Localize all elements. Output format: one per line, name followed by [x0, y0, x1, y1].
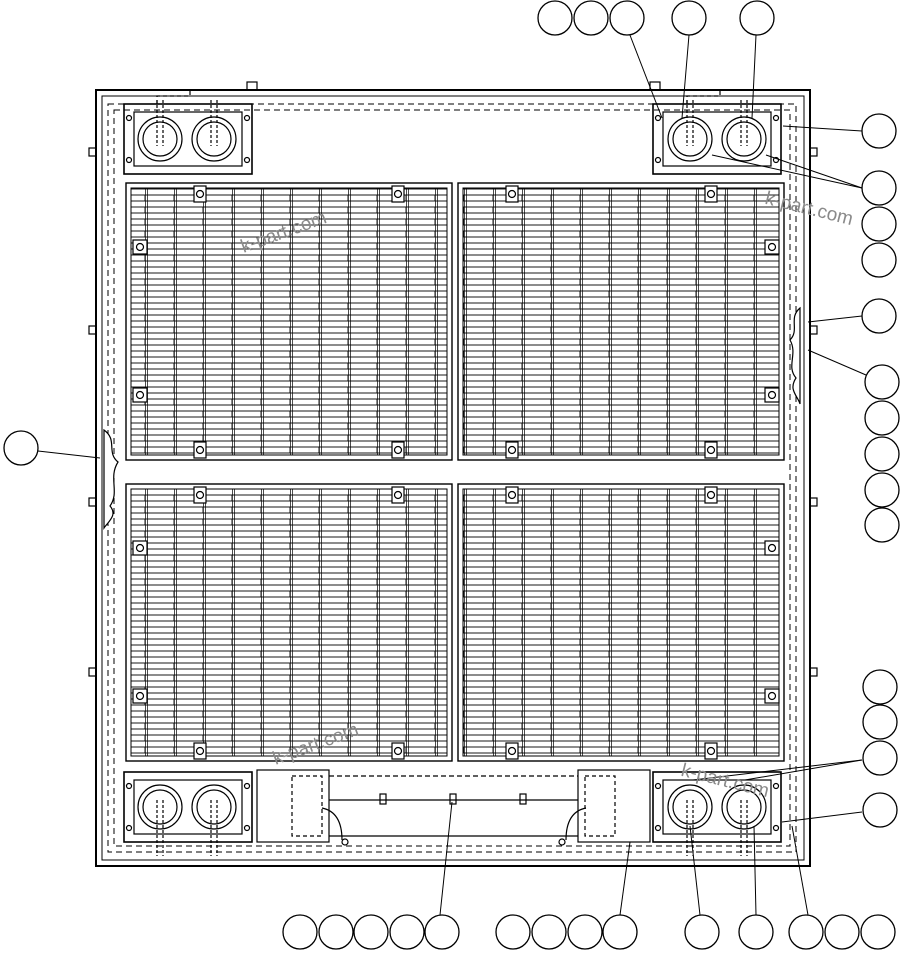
grille-panel-top-right — [457, 182, 785, 461]
callout-circle — [861, 170, 897, 206]
mounting-clips — [132, 185, 780, 760]
callout-circle — [862, 740, 898, 776]
side-bolts — [88, 147, 818, 677]
callout-circle — [609, 0, 645, 36]
callout-circle — [862, 792, 898, 828]
callout-circle — [671, 0, 707, 36]
callout-circle — [864, 472, 900, 508]
callout-circle — [864, 400, 900, 436]
bottom-bracket — [256, 769, 651, 846]
connector-block-bottom-right — [652, 771, 782, 856]
connector-block-top-left — [123, 100, 253, 175]
connector-block-top-right — [652, 100, 782, 175]
connector-block-bottom-left — [123, 771, 253, 856]
callout-circle — [353, 914, 389, 950]
callout-circles — [3, 0, 900, 950]
callout-circle — [424, 914, 460, 950]
callout-circle — [389, 914, 425, 950]
callout-circle — [567, 914, 603, 950]
callout-circle — [861, 242, 897, 278]
callout-circle — [318, 914, 354, 950]
grille-panel-bottom-right — [457, 483, 785, 762]
callout-circle — [602, 914, 638, 950]
callout-circle — [3, 430, 39, 466]
callout-circle — [531, 914, 567, 950]
left-wavy-bracket — [103, 428, 119, 530]
callout-circle — [573, 0, 609, 36]
callout-circle — [684, 914, 720, 950]
grille-panel-top-left — [125, 182, 453, 461]
hose-route-dashed-2 — [113, 109, 791, 847]
callout-circle — [824, 914, 860, 950]
leader-lines — [37, 29, 867, 916]
grille-panels — [125, 182, 785, 762]
callout-circle — [861, 206, 897, 242]
callout-circle — [788, 914, 824, 950]
callout-circle — [861, 298, 897, 334]
callout-circle — [495, 914, 531, 950]
callout-circle — [860, 914, 896, 950]
callout-circle — [864, 507, 900, 543]
right-wavy-bracket — [789, 306, 801, 405]
callout-circle — [864, 364, 900, 400]
callout-circle — [739, 0, 775, 36]
hose-route-dashed — [107, 103, 797, 853]
callout-circle — [862, 704, 898, 740]
callout-circle — [537, 0, 573, 36]
callout-circle — [862, 669, 898, 705]
callout-circle — [861, 113, 897, 149]
callout-circle — [738, 914, 774, 950]
callout-circle — [282, 914, 318, 950]
inner-frame — [101, 95, 805, 861]
callout-circle — [864, 436, 900, 472]
grille-panel-bottom-left — [125, 483, 453, 762]
main-frame — [95, 89, 811, 867]
